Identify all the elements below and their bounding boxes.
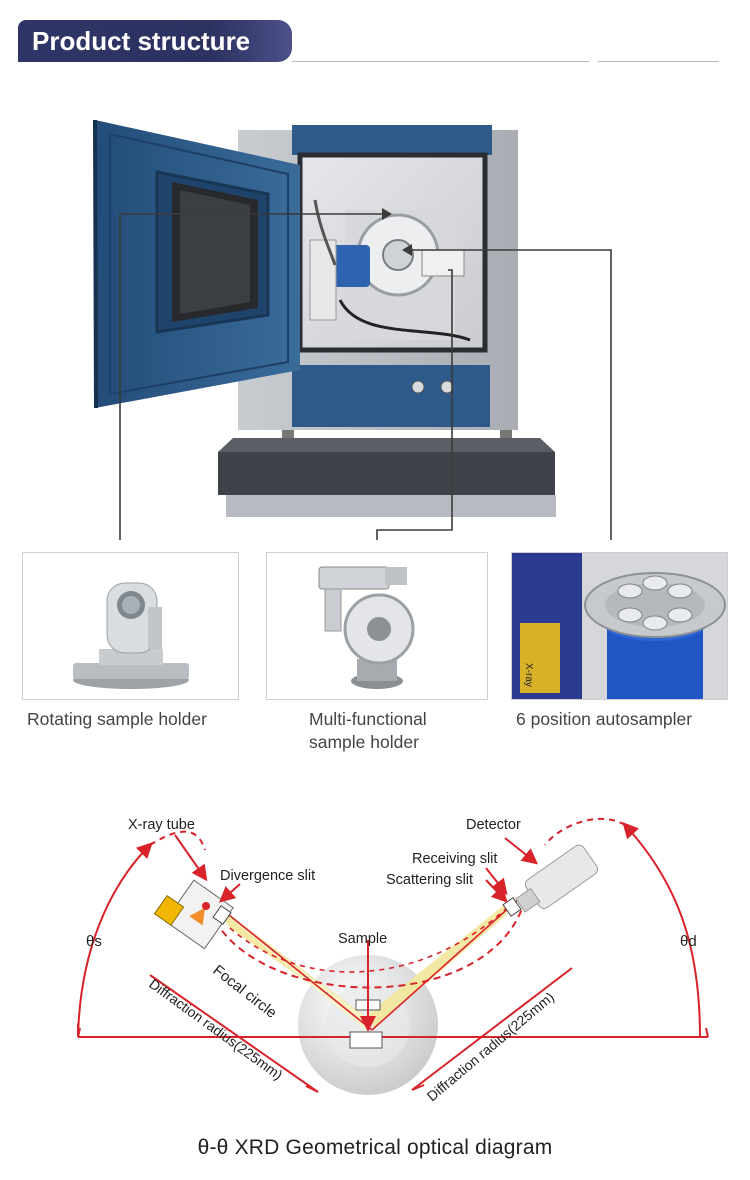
- xrd-optical-diagram: X-ray tube Divergence slit Sample Detect…: [76, 817, 709, 1105]
- label-diffraction-radius-right: Diffraction radius(225mm): [424, 989, 557, 1105]
- detector-shape: [515, 844, 599, 913]
- autosampler-image: X-ray: [512, 553, 727, 699]
- label-scattering-slit: Scattering slit: [386, 872, 473, 888]
- label-diffraction-radius-left: Diffraction radius(225mm): [146, 975, 285, 1082]
- caption-rotating-sample-holder: Rotating sample holder: [27, 709, 207, 729]
- xray-tube-shape: [153, 879, 234, 950]
- autosampler-card: X-ray: [511, 552, 728, 700]
- label-sample: Sample: [338, 931, 387, 947]
- multifunctional-sample-holder-card: [266, 552, 488, 700]
- xrd-instrument-illustration: [93, 119, 612, 540]
- caption-multifunctional-sample-holder: Multi-functional sample holder: [309, 708, 489, 754]
- section-title-banner: Product structure: [18, 20, 292, 62]
- caption-line: sample holder: [309, 732, 419, 752]
- rotating-sample-holder-image: [73, 582, 189, 689]
- diagram-title: θ-θ XRD Geometrical optical diagram: [197, 1136, 553, 1159]
- multifunctional-sample-holder-image: [318, 566, 415, 689]
- autosampler-marking: X-ray: [523, 663, 534, 687]
- label-detector: Detector: [466, 817, 521, 833]
- label-theta-d: θd: [680, 933, 697, 950]
- header-divider-right: [598, 61, 719, 62]
- label-xray-tube: X-ray tube: [128, 817, 195, 833]
- label-divergence-slit: Divergence slit: [220, 868, 315, 884]
- rotating-sample-holder-card: [22, 552, 239, 700]
- label-focal-circle: Focal circle: [210, 962, 280, 1022]
- caption-autosampler: 6 position autosampler: [516, 709, 693, 729]
- section-title: Product structure: [32, 26, 251, 56]
- label-receiving-slit: Receiving slit: [412, 851, 497, 867]
- caption-line: Multi-functional: [309, 709, 427, 729]
- label-theta-s: θs: [86, 933, 102, 950]
- header-divider-left: [292, 61, 589, 62]
